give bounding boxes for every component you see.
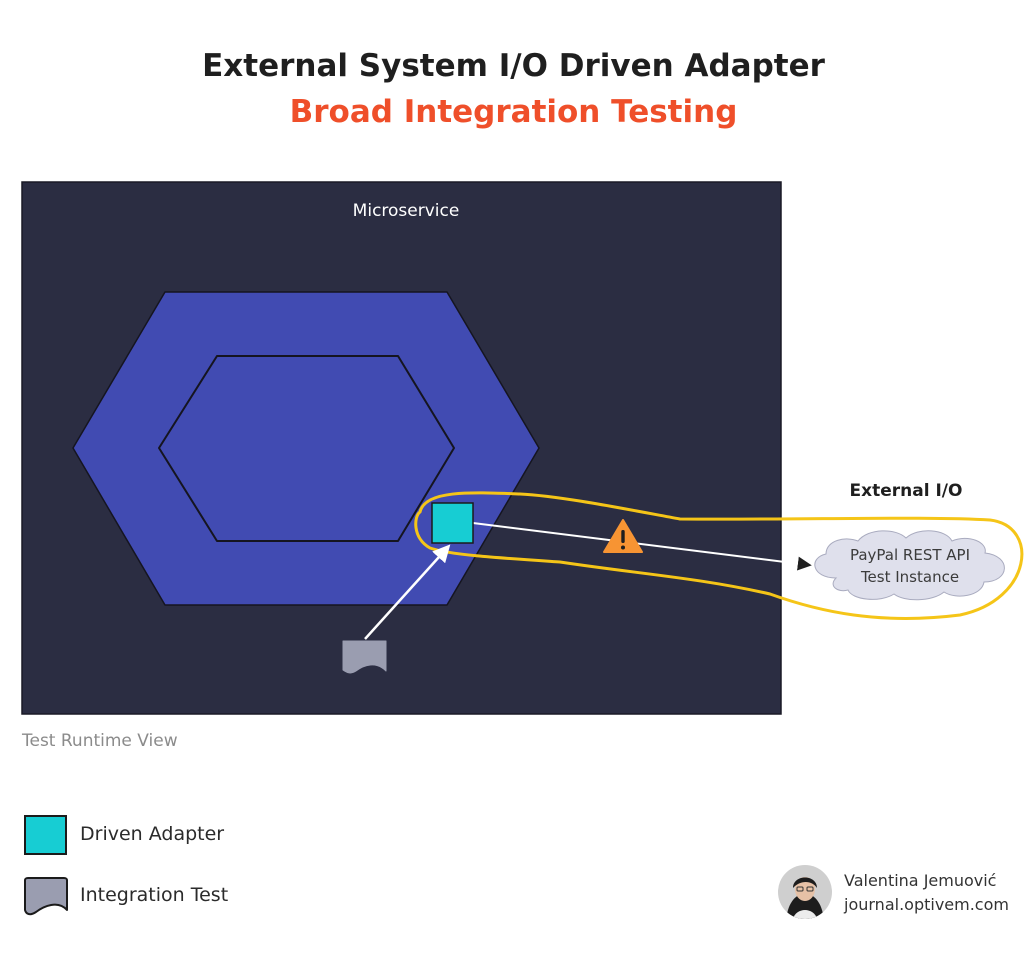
inner-hexagon — [158, 355, 455, 542]
test-to-adapter-arrow — [364, 544, 451, 640]
diagram-caption: Test Runtime View — [22, 731, 178, 751]
external-io-label: External I/O — [850, 481, 963, 501]
avatar — [778, 865, 832, 919]
cloud-line-1: PayPal REST API — [850, 546, 970, 564]
cloud-line-2: Test Instance — [860, 568, 959, 586]
integration-test-swatch — [24, 877, 68, 916]
author-block: Valentina Jemuović journal.optivem.com — [776, 864, 1016, 922]
paypal-cloud: PayPal REST API Test Instance — [814, 530, 1005, 601]
author-name: Valentina Jemuović — [844, 871, 997, 890]
legend-item-integration-test: Integration Test — [22, 876, 228, 916]
adapter-to-external-arrow — [472, 522, 812, 571]
legend-label-integration-test: Integration Test — [80, 884, 229, 906]
legend-label-driven-adapter: Driven Adapter — [80, 823, 225, 845]
integration-test-shape — [342, 640, 387, 674]
driven-adapter-swatch — [24, 815, 67, 855]
microservice-label: Microservice — [353, 201, 460, 221]
highlight-outline — [414, 491, 1024, 620]
legend-item-driven-adapter: Driven Adapter — [22, 815, 224, 855]
driven-adapter — [431, 502, 474, 544]
author-site: journal.optivem.com — [844, 895, 1009, 914]
page-title: External System I/O Driven Adapter — [202, 48, 825, 84]
warning-icon — [603, 519, 643, 553]
page-subtitle: Broad Integration Testing — [289, 94, 738, 130]
